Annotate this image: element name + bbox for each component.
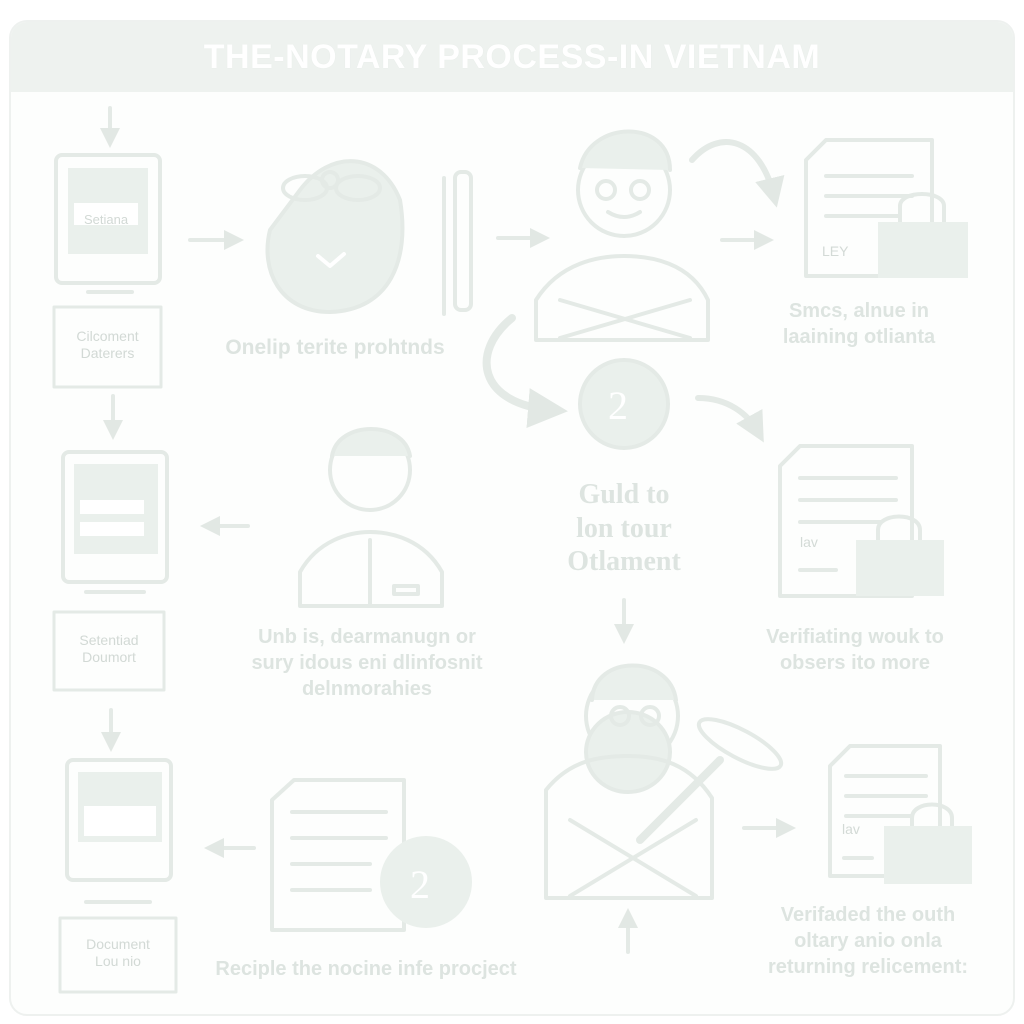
bottom-left-label: Reciple the nocine infe procject: [186, 956, 546, 982]
screen-text-line: Setiana: [83, 212, 129, 227]
label-line: Daterers: [80, 344, 135, 361]
monitor-screen-text: Setiana: [74, 212, 138, 228]
person-icon: [544, 663, 784, 900]
person-icon: [534, 129, 710, 342]
step1-label: Onelip terite prohtnds: [200, 334, 470, 361]
label-line: Setentiad: [79, 632, 139, 648]
label-line: Smcs, alnue in: [788, 300, 930, 322]
doc-tag: lav: [842, 821, 860, 837]
monitor-icon: [65, 758, 173, 904]
label-line: Lou nio: [95, 952, 141, 969]
label-line: oltary anio onla: [794, 930, 942, 952]
label-line: lon tour: [576, 512, 672, 544]
diagram-frame: [9, 20, 1015, 1016]
monitor-icon: [54, 153, 162, 294]
label-line: Guld to: [578, 479, 670, 510]
monitor-icon: [61, 450, 169, 594]
label-line: Onelip terite prohtnds: [225, 336, 445, 359]
middle-left-label: Unb is, dearmanugn or sury idous eni dli…: [212, 624, 522, 702]
curved-arrow-icon: [689, 139, 785, 208]
document-lock-icon: lav: [828, 744, 972, 884]
label-line: Otlament: [567, 546, 681, 578]
label-line: sury idous eni dlinfosnit: [251, 652, 483, 674]
left-box-label-3: Document Lou nio: [60, 936, 176, 970]
label-line: laaining otlianta: [782, 326, 936, 348]
left-box-label-1: Cilcoment Daterers: [54, 328, 161, 362]
label-line: delnmorahies: [301, 678, 433, 700]
clock-icon: [265, 159, 405, 314]
label-line: Unb is, dearmanugn or: [258, 626, 476, 648]
document-box: [52, 305, 163, 389]
center-label: Guld to lon tour Otlament: [536, 478, 712, 579]
document-icon: [270, 778, 406, 932]
label-line: obsers ito more: [779, 652, 931, 674]
top-right-label: Smcs, alnue in laaining otlianta: [744, 298, 974, 350]
label-line: Verifiating wouk to: [766, 626, 944, 648]
left-box-label-2: Setentiad Doumort: [54, 632, 164, 666]
middle-right-label: Verifiating wouk to obsers ito more: [732, 624, 978, 676]
label-line: Doumort: [82, 648, 136, 665]
bottom-right-label: Verifaded the outh oltary anio onla retu…: [740, 902, 996, 980]
curved-arrow-icon: [695, 395, 764, 443]
number-badge-icon: [578, 358, 670, 450]
document-lock-icon: LEY: [804, 138, 968, 278]
document-box: [52, 610, 166, 692]
label-line: Document: [86, 936, 150, 952]
diagram-title: THE-NOTARY PROCESS-IN VIETNAM: [203, 37, 821, 76]
badge-number: 2: [410, 862, 430, 907]
document-box: [58, 916, 178, 994]
number-badge-icon: [380, 836, 472, 928]
badge-number: 2: [608, 383, 628, 428]
label-line: Cilcoment: [76, 328, 139, 344]
doc-tag: lav: [800, 534, 818, 550]
document-lock-icon: lav: [778, 444, 944, 598]
pen-icon: [442, 170, 473, 316]
label-line: returning relicement:: [767, 956, 969, 978]
label-line: Verifaded the outh: [780, 904, 956, 926]
title-banner: THE-NOTARY PROCESS-IN VIETNAM: [11, 22, 1013, 92]
doc-tag: LEY: [822, 243, 849, 259]
person-icon: [298, 427, 444, 608]
label-line: Reciple the nocine infe procject: [215, 958, 517, 980]
curved-arrow-icon: [482, 314, 568, 428]
